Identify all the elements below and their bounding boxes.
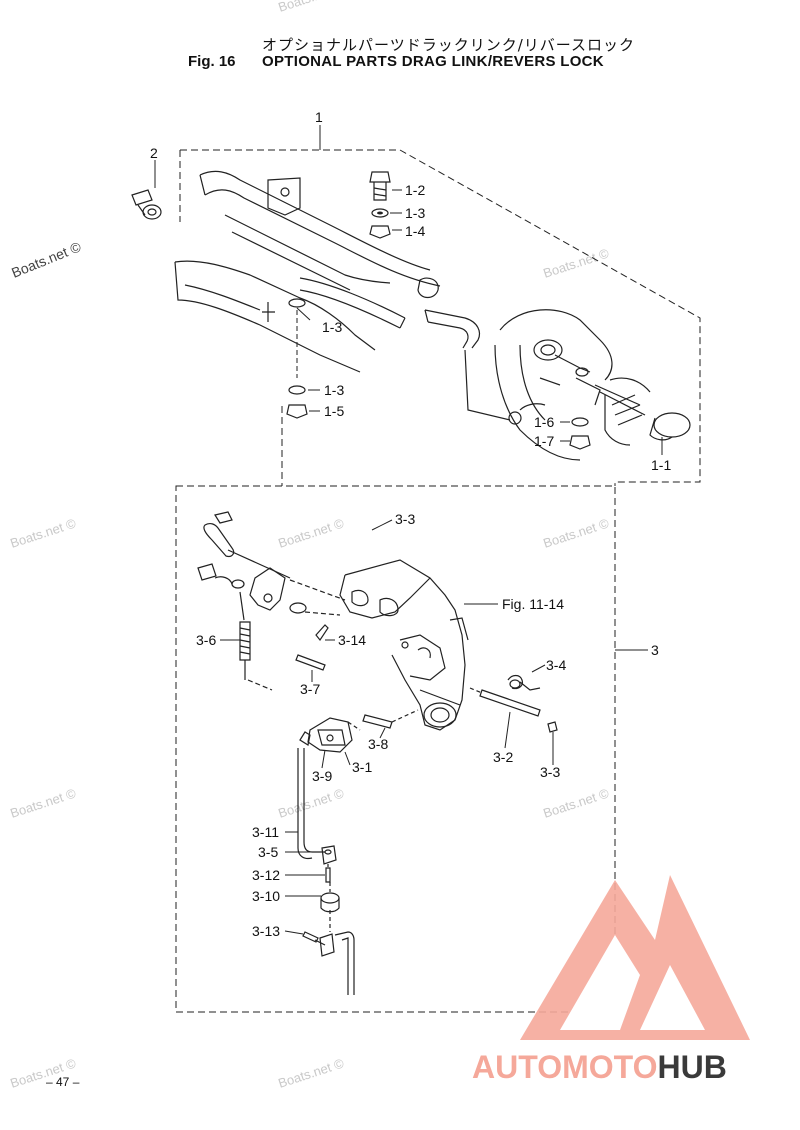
swivel-bracket-illustration xyxy=(174,170,691,461)
callout-3-12: 3-12 xyxy=(252,867,280,883)
part-1-6-washer xyxy=(571,417,589,427)
callout-3-3: 3-3 xyxy=(395,511,415,527)
figure-number: Fig. 16 xyxy=(188,53,236,70)
callout-3-3: 3-3 xyxy=(540,764,560,780)
callout-1: 1 xyxy=(315,109,323,125)
part-2-stud xyxy=(131,189,162,220)
automotohub-logo: AUTOMOTOHUB xyxy=(472,875,750,1085)
callout-1-1: 1-1 xyxy=(651,457,671,473)
callout-3-4: 3-4 xyxy=(546,657,566,673)
callout-3-9: 3-9 xyxy=(312,768,332,784)
logo-text-auto: AUTOMOTOHUB xyxy=(472,1049,727,1085)
callout-3-5: 3-5 xyxy=(258,844,278,860)
callout-fig-11-14: Fig. 11-14 xyxy=(502,596,564,612)
part-1-3-washer xyxy=(371,208,389,218)
callout-1-3: 1-3 xyxy=(405,205,425,221)
leader-1-3b xyxy=(296,307,311,321)
part-1-4-nut xyxy=(369,225,391,239)
callout-1-5: 1-5 xyxy=(324,403,344,419)
callout-3: 3 xyxy=(651,642,659,658)
part-1-3-washer-low xyxy=(288,385,306,395)
group-1-outline xyxy=(179,149,701,486)
callout-1-2: 1-2 xyxy=(405,182,425,198)
watermark: Boats.net © xyxy=(8,515,78,550)
part-1-5-nut xyxy=(286,404,308,419)
callout-1-3: 1-3 xyxy=(322,319,342,335)
lower-leaders xyxy=(220,519,554,935)
title-japanese: オプショナルパーツドラックリンク/リバースロック xyxy=(262,36,636,54)
callout-1-4: 1-4 xyxy=(405,223,425,239)
watermark: Boats.net © xyxy=(276,0,346,15)
watermark: Boats.net © xyxy=(541,245,611,280)
callout-1-3: 1-3 xyxy=(324,382,344,398)
callout-3-7: 3-7 xyxy=(300,681,320,697)
watermark: Boats.net © xyxy=(276,515,346,550)
callout-1-7: 1-7 xyxy=(534,433,554,449)
washer-hole xyxy=(377,211,383,215)
callout-3-10: 3-10 xyxy=(252,888,280,904)
watermark: Boats.net © xyxy=(276,785,346,820)
callout-3-14: 3-14 xyxy=(338,632,366,648)
part-1-3-washer-mid xyxy=(288,298,306,308)
callout-1-6: 1-6 xyxy=(534,414,554,430)
callout-3-6: 3-6 xyxy=(196,632,216,648)
watermark: Boats.net © xyxy=(541,515,611,550)
watermark-left: Boats.net © xyxy=(9,238,84,281)
reverse-lock-illustration xyxy=(197,511,558,995)
part-1-2-bolt xyxy=(369,171,391,201)
callout-3-11: 3-11 xyxy=(252,824,279,840)
title-english: OPTIONAL PARTS DRAG LINK/REVERS LOCK xyxy=(262,53,604,70)
callout-2: 2 xyxy=(150,145,158,161)
part-1-7-nut xyxy=(569,435,591,450)
callout-3-13: 3-13 xyxy=(252,923,280,939)
group-3-outline xyxy=(175,485,616,1013)
watermark: Boats.net © xyxy=(276,1055,346,1090)
watermark: Boats.net © xyxy=(541,785,611,820)
callout-3-8: 3-8 xyxy=(368,736,388,752)
page-number: – 47 – xyxy=(46,1075,80,1089)
watermark: Boats.net © xyxy=(8,785,78,820)
callout-3-2: 3-2 xyxy=(493,749,513,765)
callout-3-1: 3-1 xyxy=(352,759,372,775)
